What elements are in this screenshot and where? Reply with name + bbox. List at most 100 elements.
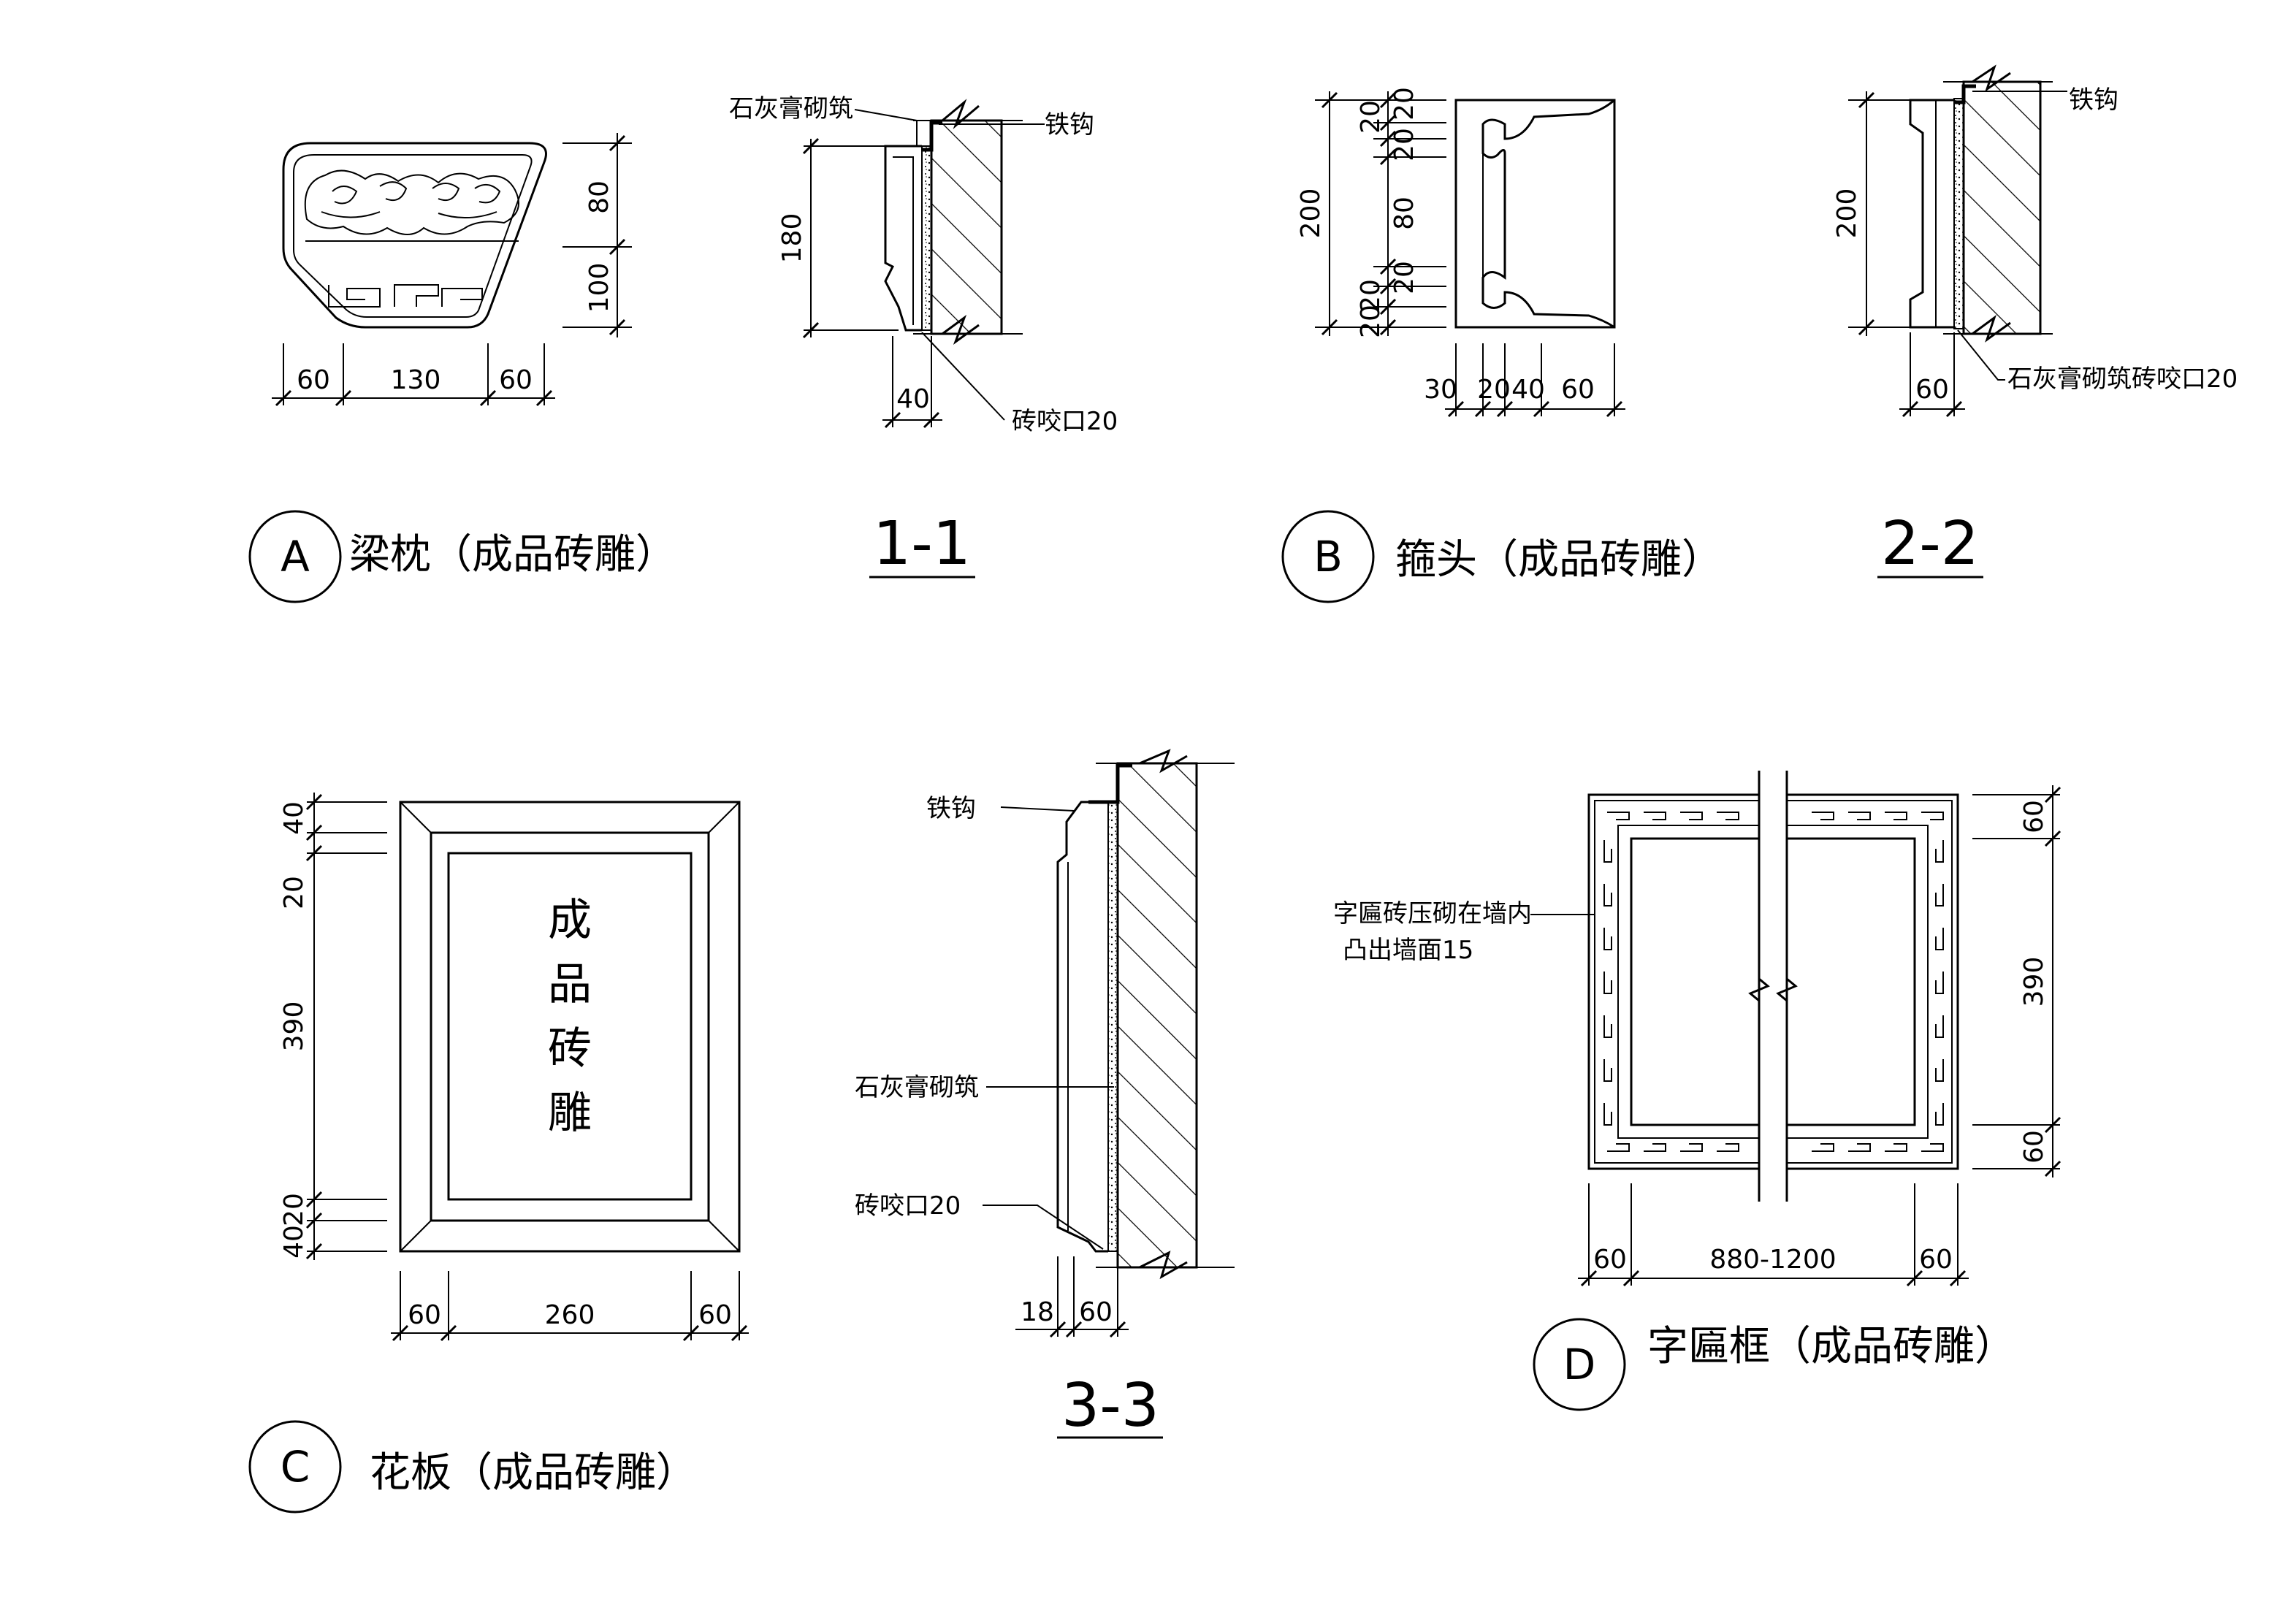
section-33-title: 3-3 bbox=[1061, 1371, 1159, 1440]
dim-a-h2: 100 bbox=[584, 263, 614, 313]
dim-33-d1: 18 bbox=[1021, 1297, 1054, 1327]
dim-a-h1: 80 bbox=[584, 180, 614, 214]
iron-hook bbox=[1954, 84, 1976, 104]
section-1-1: 180 40 石灰膏砌筑 铁钩 砖咬口20 1-1 bbox=[729, 94, 1118, 579]
dim-22-height: 200 bbox=[1832, 188, 1862, 239]
dim-c-v1: 40 bbox=[279, 801, 309, 835]
dim-c-v5: 20 bbox=[279, 1193, 309, 1226]
detail-mark-c: C bbox=[281, 1442, 310, 1492]
detail-mark-c-circle bbox=[248, 1420, 342, 1514]
label-33-hook: 铁钩 bbox=[926, 794, 976, 823]
dim-22-depth: 60 bbox=[1915, 375, 1949, 405]
dim-d-w3: 60 bbox=[1919, 1245, 1953, 1275]
dim-33-d2: 60 bbox=[1079, 1297, 1113, 1327]
section-22-title: 2-2 bbox=[1881, 509, 1979, 579]
detail-d-title: 字匾框（成品砖雕） bbox=[1647, 1323, 2015, 1370]
detail-mark-a-circle bbox=[248, 510, 342, 603]
dim-b-w3: 40 bbox=[1511, 375, 1545, 405]
mortar-layer bbox=[1953, 98, 1964, 329]
dim-c-w3: 60 bbox=[698, 1300, 732, 1330]
brick-profile bbox=[1056, 801, 1108, 1253]
panel-char-2: 品 bbox=[548, 959, 592, 1010]
detail-c-title: 花板（成品砖雕） bbox=[370, 1449, 697, 1497]
label-33-joint: 砖咬口20 bbox=[855, 1191, 961, 1221]
detail-mark-b-circle bbox=[1281, 510, 1375, 603]
cloud-carving bbox=[304, 169, 519, 235]
beam-pillow-outline bbox=[282, 142, 547, 329]
break-gap bbox=[1759, 771, 1787, 1202]
section-3-3: 铁钩 石灰膏砌筑 砖咬口20 18 60 3-3 bbox=[855, 749, 1235, 1440]
dim-c-v3: 390 bbox=[279, 1001, 309, 1052]
detail-b-title: 箍头（成品砖雕） bbox=[1395, 536, 1723, 584]
mortar-layer bbox=[1107, 801, 1118, 1252]
iron-hook bbox=[922, 121, 942, 152]
dim-a-w3: 60 bbox=[499, 365, 533, 395]
wall-hatch bbox=[1962, 80, 2042, 335]
detail-b: 200 20 20 20 80 20 20 20 30 20 40 60 bbox=[1281, 87, 1723, 603]
dim-d-v2: 390 bbox=[2019, 957, 2049, 1007]
dim-d-w2: 880-1200 bbox=[1709, 1245, 1836, 1275]
detail-mark-d: D bbox=[1563, 1340, 1596, 1389]
dim-a-w2: 130 bbox=[391, 365, 441, 395]
hoop-head-profile bbox=[1481, 99, 1615, 329]
flower-panel-field bbox=[447, 852, 693, 1201]
detail-mark-a: A bbox=[281, 532, 310, 581]
label-22-mortar-joint: 石灰膏砌筑砖咬口20 bbox=[2007, 364, 2238, 394]
label-11-mortar: 石灰膏砌筑 bbox=[729, 94, 853, 123]
dim-b-v4: 80 bbox=[1389, 196, 1419, 230]
brick-profile bbox=[884, 145, 922, 332]
hoop-head-outline bbox=[1454, 99, 1616, 329]
dim-b-w1: 30 bbox=[1424, 375, 1457, 405]
panel-char-4: 雕 bbox=[548, 1088, 592, 1139]
label-33-mortar: 石灰膏砌筑 bbox=[855, 1073, 979, 1102]
label-22-hook: 铁钩 bbox=[2069, 85, 2118, 115]
detail-a-dimensions: 80 100 60 130 60 bbox=[272, 133, 632, 407]
dim-b-v3: 20 bbox=[1389, 128, 1419, 161]
detail-a-title: 梁枕（成品砖雕） bbox=[349, 531, 676, 579]
section-11-title: 1-1 bbox=[873, 509, 971, 579]
dim-b-v7: 20 bbox=[1356, 305, 1386, 338]
panel-char-1: 成 bbox=[548, 895, 592, 946]
brick-profile bbox=[1909, 99, 1954, 329]
dim-11-height: 180 bbox=[777, 213, 807, 264]
wall-hatch bbox=[1116, 762, 1198, 1269]
dim-b-v2: 20 bbox=[1389, 87, 1419, 121]
label-11-joint: 砖咬口20 bbox=[1012, 407, 1118, 436]
dim-b-w4: 60 bbox=[1561, 375, 1595, 405]
iron-hook bbox=[1088, 763, 1132, 804]
dim-b-total: 200 bbox=[1296, 188, 1326, 239]
dim-c-v4: 40 bbox=[279, 1225, 309, 1259]
detail-d: 字匾砖压砌在墙内 凸出墙面15 60 390 60 60 880-12 bbox=[1333, 771, 2062, 1411]
detail-mark-b: B bbox=[1313, 532, 1343, 581]
detail-a: 80 100 60 130 60 A 梁枕（成品砖雕） bbox=[248, 133, 676, 603]
wall-hatch bbox=[930, 119, 1003, 335]
label-d-note-1: 字匾砖压砌在墙内 bbox=[1333, 899, 1532, 928]
detail-mark-d-circle bbox=[1533, 1318, 1626, 1411]
dim-d-w1: 60 bbox=[1593, 1245, 1627, 1275]
dim-d-v3: 60 bbox=[2019, 1130, 2049, 1164]
dim-b-v6: 20 bbox=[1356, 279, 1386, 313]
flower-panel-inner bbox=[430, 831, 710, 1222]
dim-d-v1: 60 bbox=[2019, 800, 2049, 833]
label-d-note-2: 凸出墙面15 bbox=[1343, 936, 1473, 965]
dim-11-depth: 40 bbox=[896, 384, 930, 414]
section-2-2: 铁钩 200 60 石灰膏砌筑砖咬口20 2-2 bbox=[1832, 64, 2238, 579]
dim-a-w1: 60 bbox=[297, 365, 330, 395]
detail-d-dimensions: 60 390 60 60 880-1200 60 bbox=[1578, 785, 2062, 1287]
fret-carving bbox=[328, 284, 483, 308]
flower-panel-outer bbox=[399, 801, 741, 1253]
mortar-layer bbox=[921, 145, 932, 331]
detail-b-dimensions: 200 20 20 20 80 20 20 20 30 20 40 60 bbox=[1296, 87, 1625, 418]
detail-c: 成 品 砖 雕 40 20 390 40 20 bbox=[248, 793, 749, 1514]
dim-c-w2: 260 bbox=[545, 1300, 595, 1330]
dim-c-w1: 60 bbox=[408, 1300, 441, 1330]
detail-c-dimensions: 40 20 390 40 20 60 260 60 bbox=[279, 793, 749, 1342]
dim-b-w2: 20 bbox=[1477, 375, 1511, 405]
label-11-hook: 铁钩 bbox=[1045, 110, 1094, 140]
dim-c-v2: 20 bbox=[279, 876, 309, 909]
panel-char-3: 砖 bbox=[548, 1023, 592, 1074]
dim-b-v1: 20 bbox=[1356, 100, 1386, 134]
dim-b-v5: 20 bbox=[1389, 261, 1419, 294]
fret-border bbox=[1603, 812, 1944, 1152]
